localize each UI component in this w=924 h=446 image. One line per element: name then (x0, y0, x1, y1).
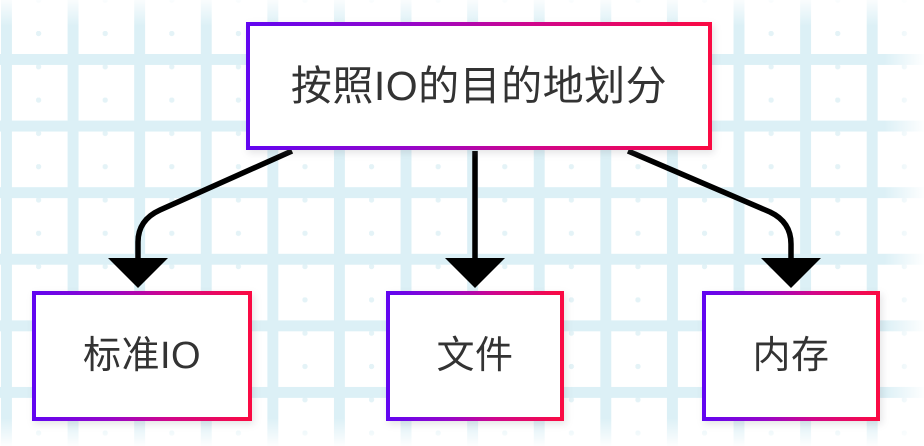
edge-root-to-mem (626, 148, 821, 288)
node-root-label: 按照IO的目的地划分 (290, 62, 668, 109)
edge-root-to-file (445, 151, 505, 288)
node-stdio[interactable]: 标准IO (32, 291, 252, 421)
node-mem[interactable]: 内存 (702, 291, 880, 421)
edge-root-to-stdio (108, 148, 294, 288)
node-file-label: 文件 (436, 335, 514, 377)
node-stdio-label: 标准IO (82, 335, 202, 377)
node-mem-label: 内存 (752, 335, 830, 377)
node-root[interactable]: 按照IO的目的地划分 (246, 22, 712, 150)
node-file[interactable]: 文件 (386, 291, 564, 421)
